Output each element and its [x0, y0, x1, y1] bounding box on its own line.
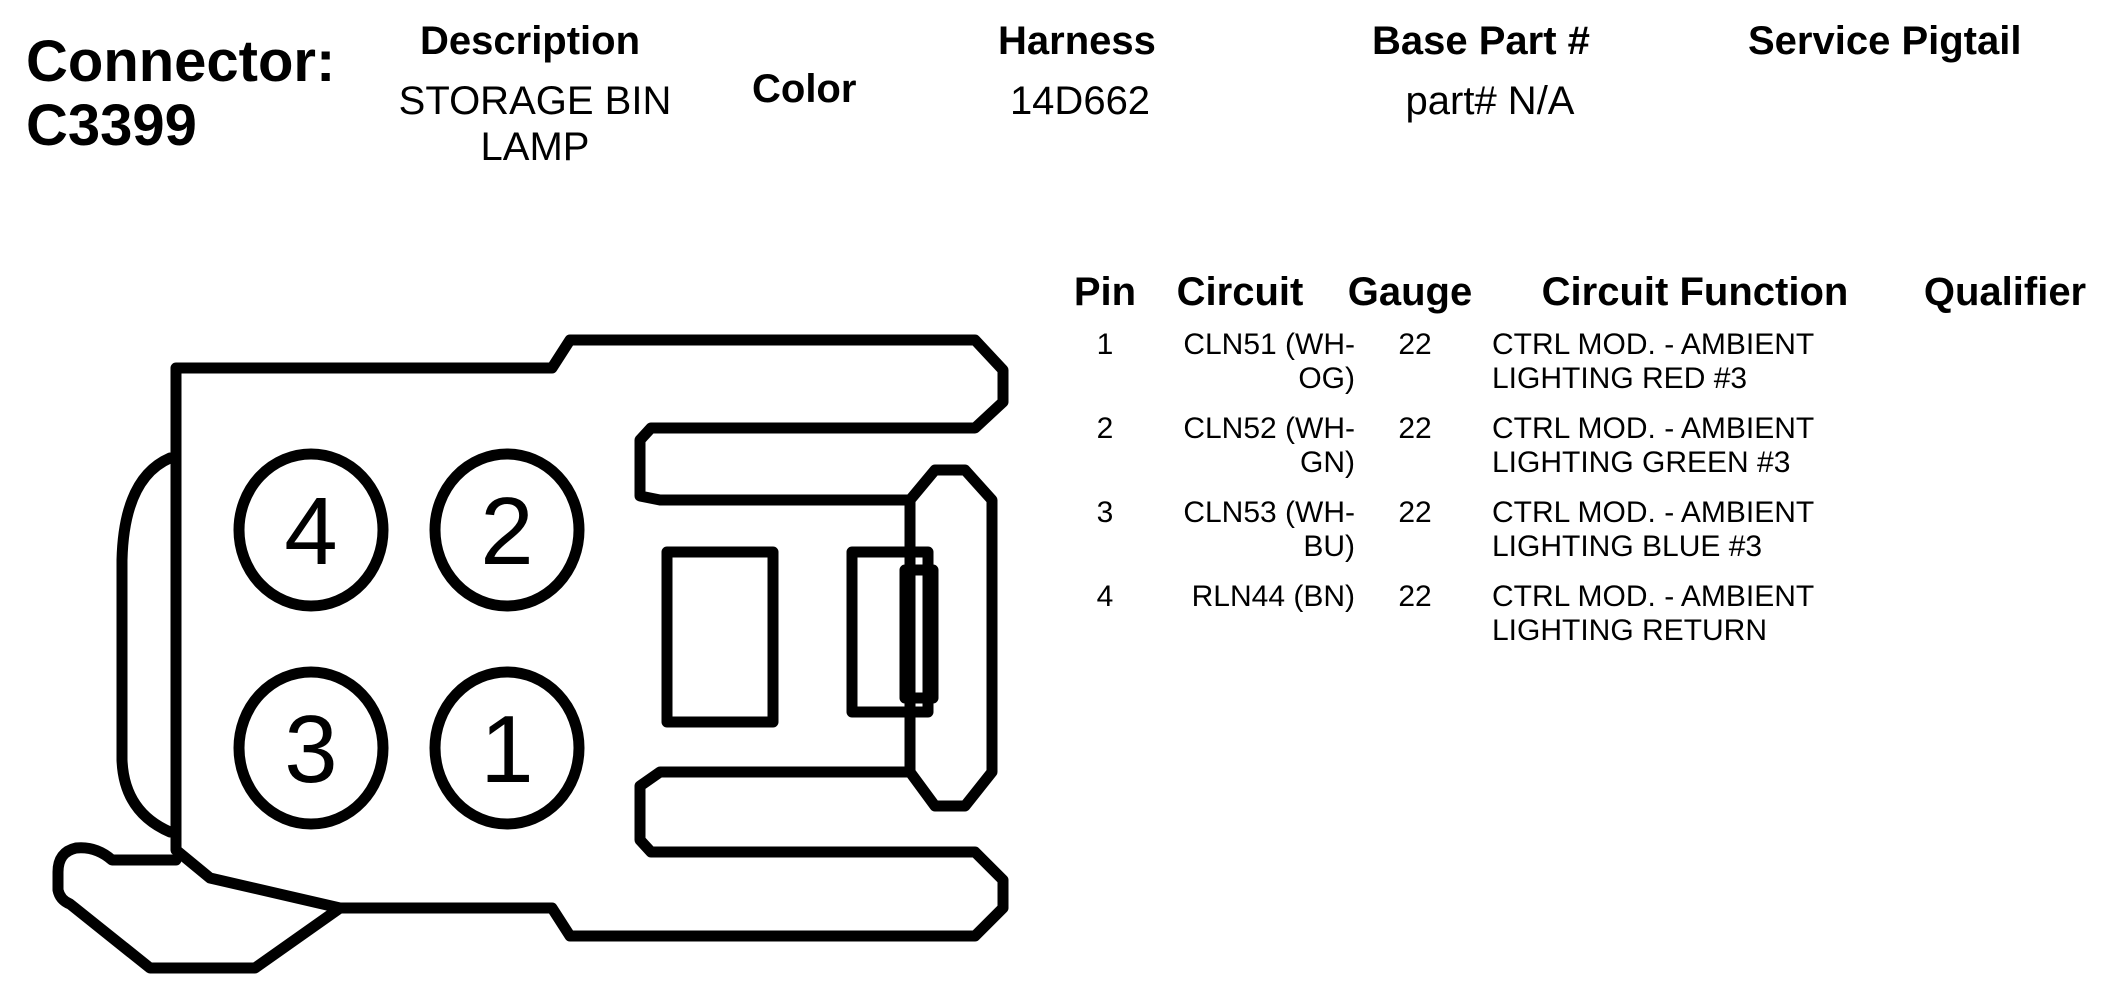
description-label: Description: [420, 19, 641, 63]
circuit-cell: RLN44 (BN): [1135, 580, 1355, 614]
service-pigtail-label: Service Pigtail: [1748, 19, 2022, 63]
harness-value: 14D662: [1009, 79, 1151, 123]
circuit-line-1: CLN51 (WH-: [1183, 328, 1355, 361]
base-part-value: part# N/A: [1405, 79, 1575, 123]
function-cell: CTRL MOD. - AMBIENT LIGHTING RETURN: [1492, 580, 1892, 648]
pin-label: 2: [480, 478, 533, 585]
function-line-1: CTRL MOD. - AMBIENT: [1492, 496, 1815, 529]
pin-cell: 2: [1096, 412, 1114, 445]
circuit-cell: CLN51 (WH- OG): [1135, 328, 1355, 396]
function-line-2: LIGHTING BLUE #3: [1492, 530, 1763, 563]
connector-side-bumper: [116, 452, 176, 838]
table-row: 4 RLN44 (BN) 22 CTRL MOD. - AMBIENT LIGH…: [0, 580, 2112, 664]
pin-cell: 4: [1096, 580, 1114, 613]
function-cell: CTRL MOD. - AMBIENT LIGHTING RED #3: [1492, 328, 1892, 396]
description-text: STORAGE BIN LAMP: [398, 79, 672, 169]
circuit-line-1: CLN52 (WH-: [1183, 412, 1355, 445]
table-row: 1 CLN51 (WH- OG) 22 CTRL MOD. - AMBIENT …: [0, 328, 2112, 412]
function-line-2: LIGHTING RETURN: [1492, 614, 1768, 647]
gauge-cell: 22: [1398, 412, 1432, 445]
pin-label: 1: [480, 696, 533, 803]
function-line-2: LIGHTING GREEN #3: [1492, 446, 1791, 479]
pin-label: 4: [284, 478, 337, 585]
circuit-cell: CLN52 (WH- GN): [1135, 412, 1355, 480]
col-header-circuit-function: Circuit Function: [1541, 270, 1849, 314]
function-line-2: LIGHTING RED #3: [1492, 362, 1748, 395]
gauge-cell: 22: [1398, 496, 1432, 529]
circuit-line-1: RLN44 (BN): [1191, 580, 1355, 613]
circuit-line-2: GN): [1300, 446, 1355, 479]
pin-cavity: [233, 666, 389, 830]
col-header-pin: Pin: [1073, 270, 1137, 314]
harness-label: Harness: [998, 19, 1156, 63]
connector-latch-tab: [52, 842, 346, 974]
function-line-1: CTRL MOD. - AMBIENT: [1492, 412, 1815, 445]
function-line-1: CTRL MOD. - AMBIENT: [1492, 328, 1815, 361]
col-header-circuit: Circuit: [1176, 270, 1304, 314]
connector-id: C3399: [26, 93, 197, 158]
connector-title: Connector: C3399: [26, 30, 335, 158]
connector-housing-outline: [170, 334, 1009, 942]
connector-key-housing: [904, 464, 998, 812]
table-row: 2 CLN52 (WH- GN) 22 CTRL MOD. - AMBIENT …: [0, 412, 2112, 496]
circuit-line-1: CLN53 (WH-: [1183, 496, 1355, 529]
pin-cavity: [429, 666, 585, 830]
gauge-cell: 22: [1398, 328, 1432, 361]
connector-key-ridge: [899, 564, 939, 704]
base-part-label: Base Part #: [1372, 19, 1590, 63]
gauge-cell: 22: [1398, 580, 1432, 613]
col-header-gauge: Gauge: [1347, 270, 1473, 314]
circuit-cell: CLN53 (WH- BU): [1135, 496, 1355, 564]
connector-key-slot: [846, 546, 934, 718]
connector-label: Connector:: [26, 29, 336, 94]
function-cell: CTRL MOD. - AMBIENT LIGHTING BLUE #3: [1492, 496, 1892, 564]
color-label: Color: [752, 67, 857, 111]
col-header-qualifier: Qualifier: [1923, 270, 2087, 314]
function-cell: CTRL MOD. - AMBIENT LIGHTING GREEN #3: [1492, 412, 1892, 480]
pin-cell: 1: [1096, 328, 1114, 361]
pin-label: 3: [284, 696, 337, 803]
circuit-line-2: BU): [1303, 530, 1355, 563]
pin-cavity: [233, 448, 389, 612]
table-row: 3 CLN53 (WH- BU) 22 CTRL MOD. - AMBIENT …: [0, 496, 2112, 580]
pin-cavity: [429, 448, 585, 612]
connector-face-diagram: 4 2 3 1: [52, 334, 1009, 974]
connector-center-cavity: [661, 546, 779, 728]
description-value: STORAGE BIN LAMP: [360, 78, 710, 170]
pin-cell: 3: [1096, 496, 1114, 529]
circuit-line-2: OG): [1298, 362, 1355, 395]
function-line-1: CTRL MOD. - AMBIENT: [1492, 580, 1815, 613]
